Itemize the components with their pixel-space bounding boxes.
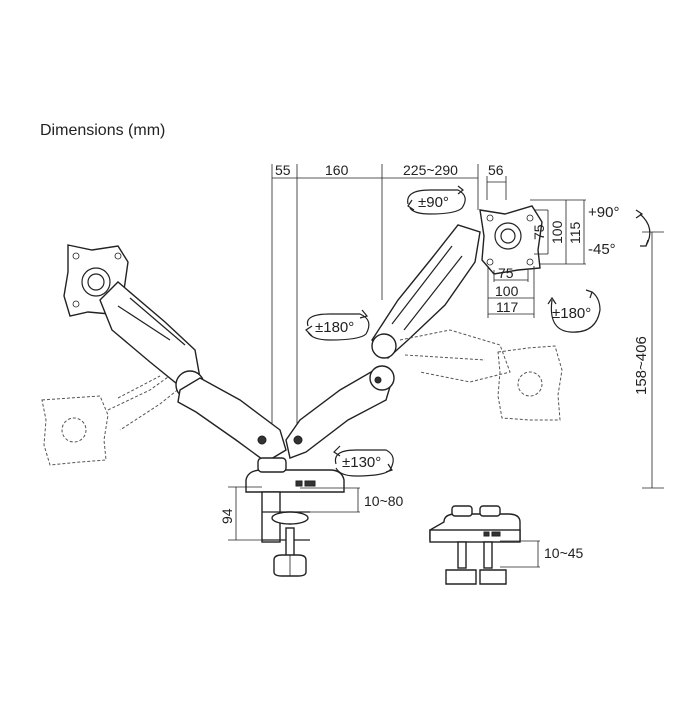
dimension-56: 56 (488, 162, 504, 178)
swivel-180-left-indicator: ±180° (305, 309, 370, 341)
desk-clamp-base (245, 457, 345, 577)
dimension-225-290: 225~290 (403, 162, 458, 178)
right-ghost-arm (399, 329, 563, 421)
dimension-117: 117 (496, 299, 519, 315)
swivel-90-label: ±90° (418, 194, 449, 211)
diagram-title: Dimensions (mm) (40, 122, 165, 139)
dimension-94: 94 (219, 508, 235, 524)
swivel-180-right-indicator: ±180° (547, 289, 601, 333)
swivel-180-left-label: ±180° (315, 319, 354, 336)
dimension-55: 55 (275, 162, 291, 178)
swivel-90-indicator: ±90° (407, 185, 466, 215)
vesa-horizontal-dimensions: 75 100 117 (487, 265, 535, 318)
clamp-thickness-dimension: 10~80 (300, 487, 404, 513)
tilt-down-label: -45° (588, 241, 616, 258)
right-vesa-plate (479, 205, 543, 275)
dimension-158-406: 158~406 (633, 336, 650, 395)
top-dimension-group: 55 160 225~290 (271, 162, 479, 440)
rotate-arrow-icon (334, 449, 394, 477)
rotate-arrow-icon (550, 291, 601, 333)
dimension-115: 115 (567, 221, 583, 244)
dimension-10-45: 10~45 (544, 545, 584, 561)
right-upper-arm (371, 224, 481, 359)
grommet-base (429, 505, 521, 585)
depth-dimension-group: 56 (486, 162, 507, 200)
grommet-thickness-dimension: 10~45 (500, 540, 584, 568)
height-dimension-group: 158~406 (633, 231, 664, 489)
swivel-130-indicator: ±130° (333, 445, 394, 477)
dimension-10-80: 10~80 (364, 493, 404, 509)
dimension-100-vertical: 100 (549, 220, 565, 244)
dimension-75-horizontal: 75 (498, 265, 514, 281)
tilt-arrow-icon (639, 213, 651, 247)
left-ghost-plate (41, 371, 191, 466)
rotate-arrow-icon (407, 189, 466, 215)
clamp-height-dimension: 94 (219, 486, 262, 541)
tilt-indicator: +90° -45° (588, 204, 651, 258)
dimension-160: 160 (325, 162, 349, 178)
swivel-130-label: ±130° (342, 454, 381, 471)
tilt-up-label: +90° (588, 204, 619, 221)
rotate-arrow-icon (306, 313, 370, 341)
vesa-vertical-dimensions: 75 100 115 (530, 199, 586, 265)
swivel-180-right-label: ±180° (552, 305, 591, 322)
left-lower-arm (175, 370, 287, 463)
right-lower-arm (285, 365, 395, 459)
dimension-75-vertical: 75 (531, 224, 547, 240)
dimension-100-horizontal: 100 (495, 283, 519, 299)
